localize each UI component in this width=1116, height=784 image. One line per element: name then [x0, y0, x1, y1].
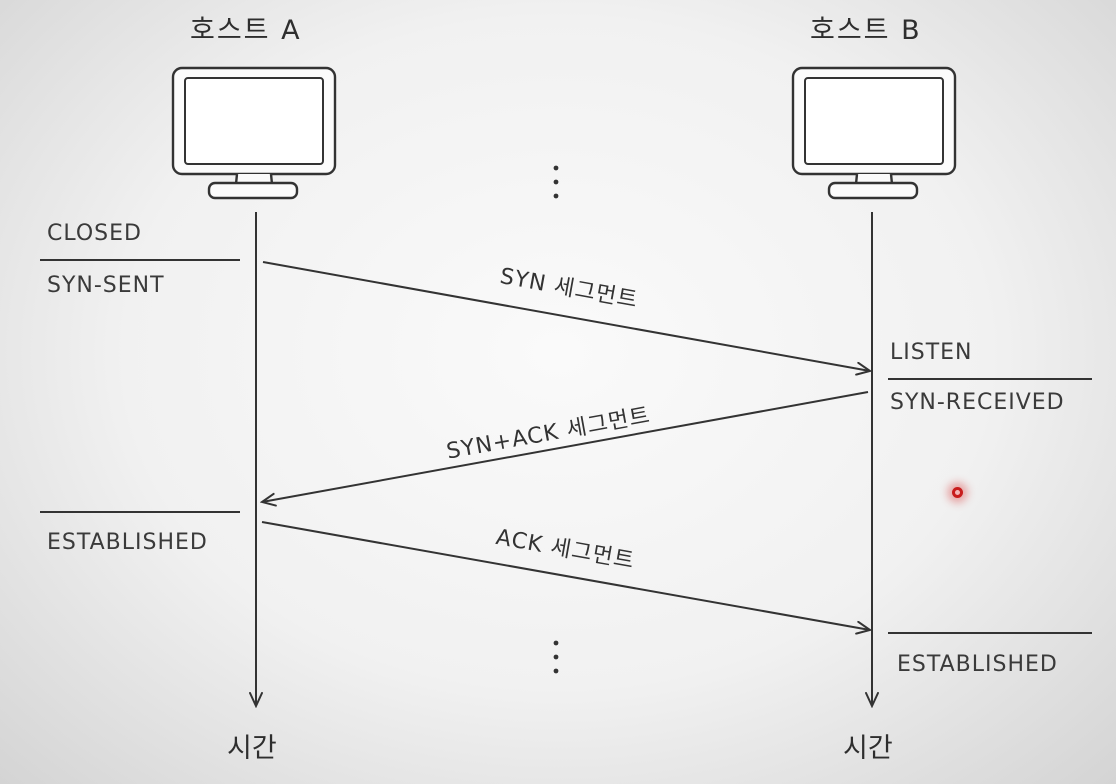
- host-b-time-label: 시간: [843, 733, 893, 764]
- host-a-monitor-icon: [171, 66, 337, 200]
- ellipsis-bottom: [553, 640, 559, 674]
- host-b-state-established: ESTABLISHED: [897, 652, 1058, 677]
- host-b-state-listen: LISTEN: [890, 340, 973, 365]
- host-b-monitor-icon: [791, 66, 957, 200]
- syn-ack-arrow: [262, 391, 869, 502]
- host-b-state-syn-received: SYN-RECEIVED: [890, 390, 1065, 415]
- host-a-state-syn-sent: SYN-SENT: [47, 273, 165, 298]
- host-a-time-label: 시간: [227, 733, 277, 764]
- ellipsis-top: [553, 165, 559, 199]
- ack-arrow: [261, 521, 870, 630]
- host-a-state-established: ESTABLISHED: [47, 530, 208, 555]
- host-b-title: 호스트 B: [810, 15, 922, 46]
- host-a-state-closed: CLOSED: [47, 221, 142, 246]
- host-a-title: 호스트 A: [190, 15, 302, 46]
- pointer-cursor-icon: [952, 487, 963, 498]
- syn-arrow: [262, 261, 870, 371]
